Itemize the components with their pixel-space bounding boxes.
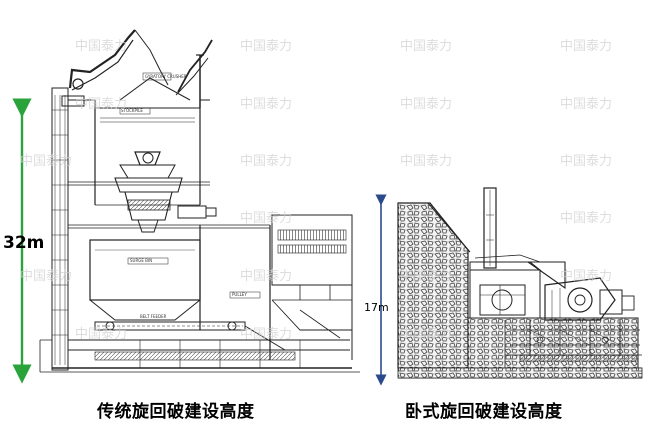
watermark: 中国泰力 xyxy=(400,327,452,342)
watermark: 中国泰力 xyxy=(75,97,127,112)
watermark: 中国泰力 xyxy=(400,97,452,112)
watermark: 中国泰力 xyxy=(240,39,292,54)
watermark: 中国泰力 xyxy=(75,327,127,342)
watermarks: 中国泰力 中国泰力 中国泰力 中国泰力 中国泰力 中国泰力 中国泰力 中国泰力 … xyxy=(20,39,612,342)
height-label-17m: 17m xyxy=(364,301,389,314)
conventional-crusher-drawing xyxy=(12,29,360,384)
annotation-stockpile: STOCKPILE xyxy=(121,108,143,113)
watermark: 中国泰力 xyxy=(560,39,612,54)
annotation-gyratory: GYRATORY CRUSHER xyxy=(145,74,187,79)
annotation-pulley: PULLEY xyxy=(232,292,247,297)
watermark: 中国泰力 xyxy=(400,39,452,54)
annotation-belt-feeder: BELT FEEDER xyxy=(140,314,167,319)
caption-conventional: 传统旋回破建设高度 xyxy=(97,402,255,422)
watermark: 中国泰力 xyxy=(240,269,292,284)
annotation-surge-bin: SURGE BIN xyxy=(130,258,152,263)
watermark: 中国泰力 xyxy=(240,154,292,169)
watermark: 中国泰力 xyxy=(560,269,612,284)
watermark: 中国泰力 xyxy=(400,269,452,284)
watermark: 中国泰力 xyxy=(400,154,452,169)
watermark: 中国泰力 xyxy=(560,211,612,226)
height-label-32m: 32m xyxy=(3,233,45,253)
caption-horizontal: 卧式旋回破建设高度 xyxy=(405,402,563,422)
watermark: 中国泰力 xyxy=(20,154,72,169)
watermark: 中国泰力 xyxy=(560,154,612,169)
horizontal-crusher-drawing xyxy=(375,187,643,386)
watermark: 中国泰力 xyxy=(240,97,292,112)
watermark: 中国泰力 xyxy=(240,327,292,342)
watermark: 中国泰力 xyxy=(240,211,292,226)
watermark: 中国泰力 xyxy=(75,39,127,54)
watermark: 中国泰力 xyxy=(560,97,612,112)
watermark: 中国泰力 xyxy=(20,269,72,284)
